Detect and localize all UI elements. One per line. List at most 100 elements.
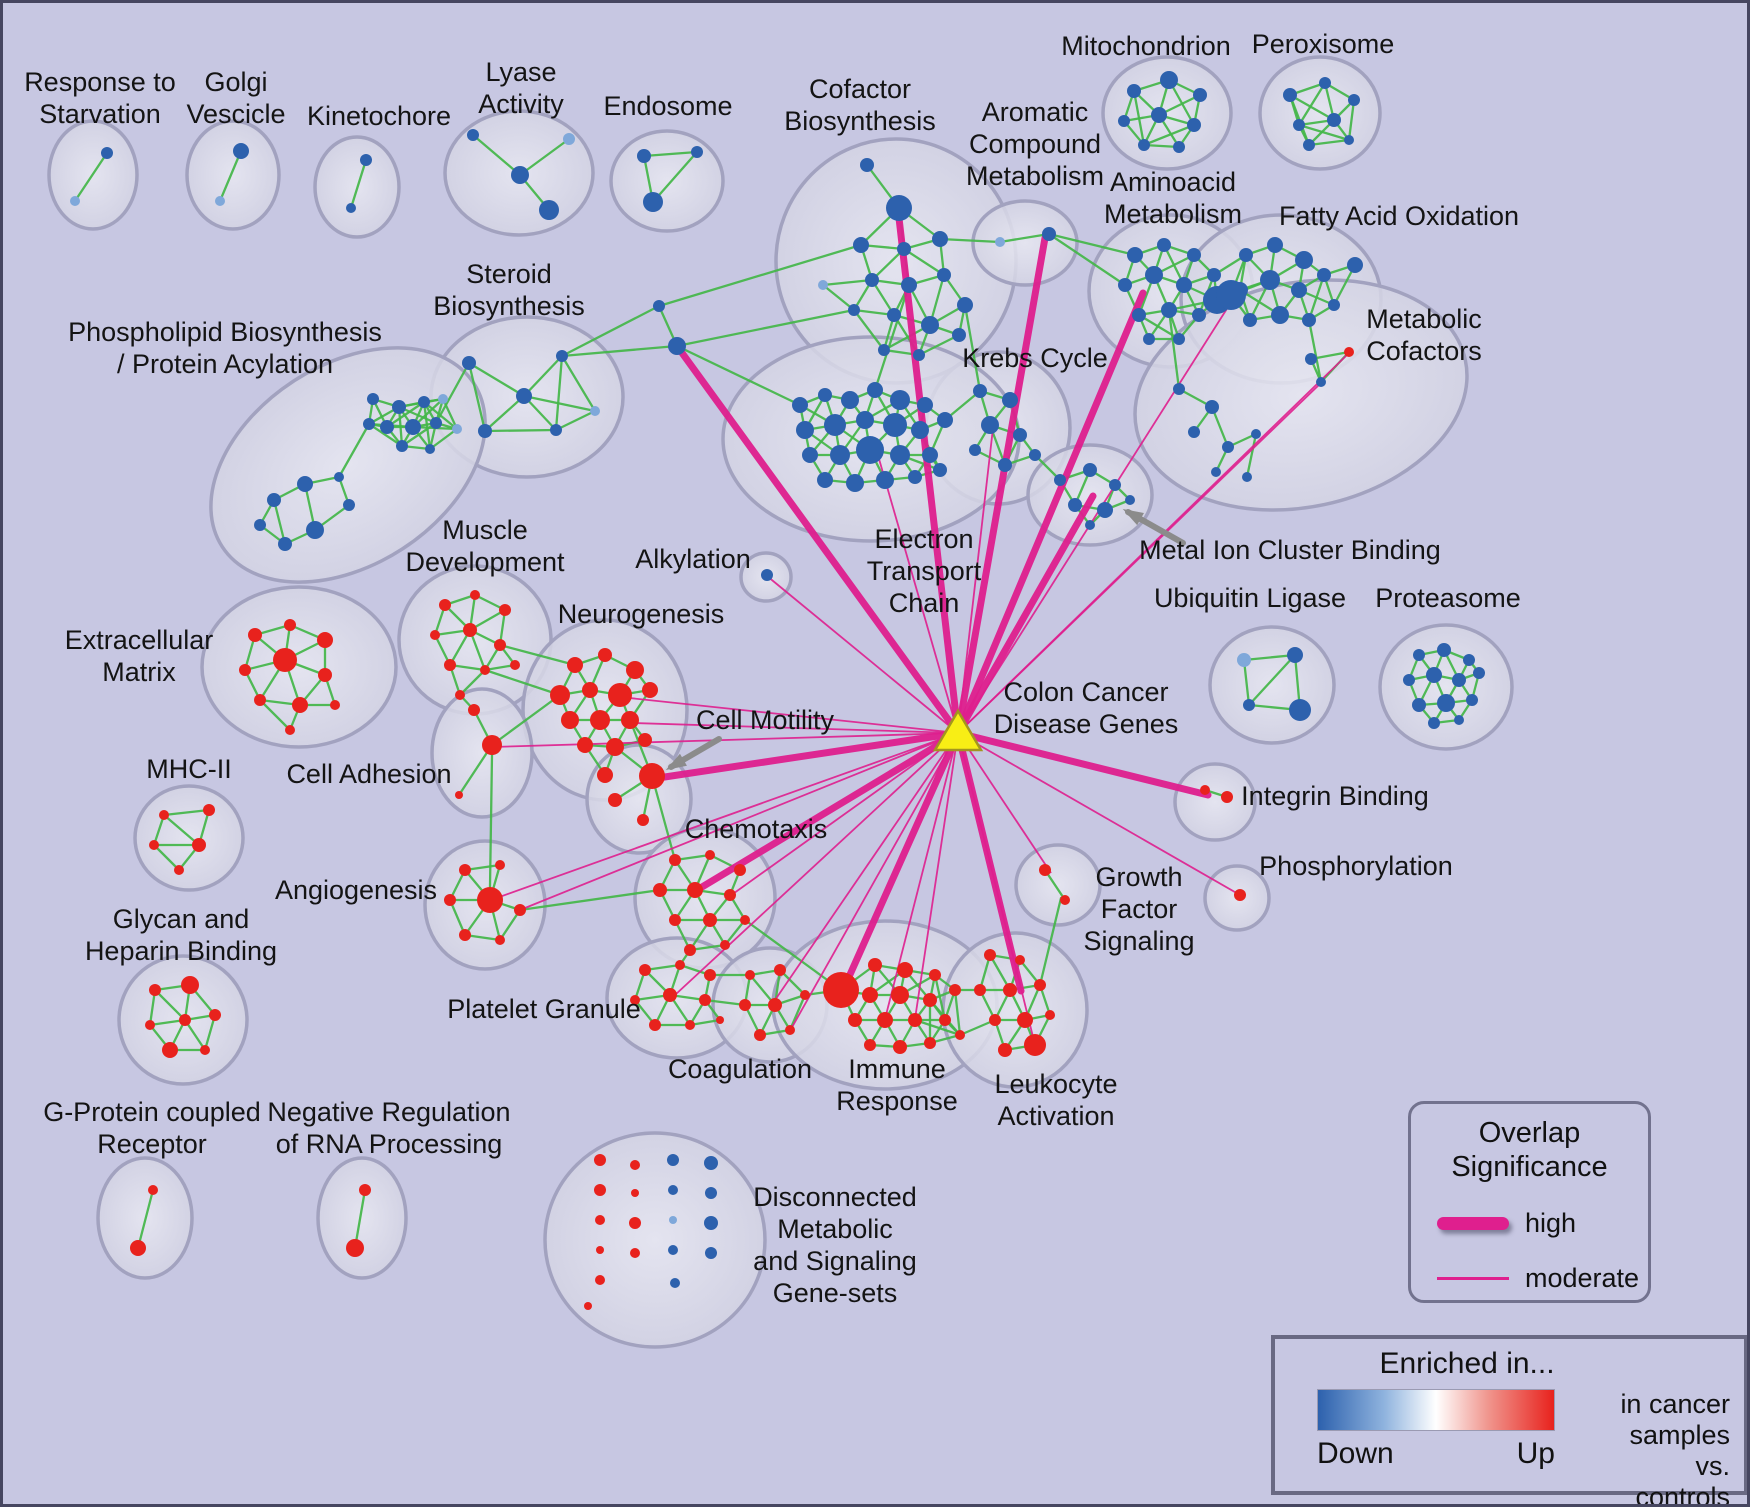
gene-set-node xyxy=(841,391,859,409)
cluster-label-proteasome: Proteasome xyxy=(1375,583,1521,613)
gene-set-node xyxy=(463,623,477,637)
gene-set-node xyxy=(890,390,910,410)
gene-set-node xyxy=(704,1156,718,1170)
cluster-ellipse-disconnected-gene-sets xyxy=(543,1131,767,1349)
gene-set-node xyxy=(848,304,860,316)
gene-set-node xyxy=(864,1039,876,1051)
gene-overlap-edge xyxy=(152,843,181,872)
legend-enrichment-title: Enriched in... xyxy=(1379,1347,1555,1380)
gene-set-node xyxy=(1211,467,1221,477)
gene-set-node xyxy=(1473,667,1485,679)
gene-set-node xyxy=(1029,449,1041,461)
high-significance-edge-swatch xyxy=(1437,1217,1509,1230)
inter-cluster-edge xyxy=(675,308,856,348)
gene-set-node xyxy=(1319,77,1331,89)
gene-set-node xyxy=(563,133,575,145)
gene-set-node xyxy=(989,1014,1001,1026)
gene-set-node xyxy=(630,1160,640,1170)
cluster-label-angiogenesis: Angiogenesis xyxy=(275,875,437,905)
gene-set-node xyxy=(1085,520,1095,530)
cluster-ellipse-growth-factor-signaling xyxy=(1014,843,1102,927)
inter-cluster-edge xyxy=(434,361,471,425)
gene-set-node xyxy=(1344,347,1354,357)
hub-layer xyxy=(932,708,984,752)
gene-set-node xyxy=(215,196,225,206)
gene-set-node xyxy=(594,1154,606,1166)
gene-set-node xyxy=(209,1009,221,1021)
gene-set-node xyxy=(1242,472,1252,482)
overlap-edge-chemotaxis-b xyxy=(729,732,959,897)
gene-overlap-edge xyxy=(1297,123,1351,142)
gene-overlap-edge xyxy=(560,354,597,413)
gene-overlap-edge xyxy=(651,150,699,204)
cluster-ellipse-negative-regulation-rna-processing xyxy=(316,1156,408,1280)
inter-cluster-edge xyxy=(490,693,562,747)
gene-set-node xyxy=(478,424,492,438)
note-line1: in cancer xyxy=(1620,1389,1730,1419)
gene-set-node xyxy=(380,420,394,434)
enrichment-color-gradient xyxy=(1317,1389,1555,1431)
gene-overlap-edge xyxy=(467,361,487,433)
gene-set-node xyxy=(705,850,715,860)
gene-set-node xyxy=(917,397,933,413)
gene-set-node xyxy=(1327,113,1341,127)
overlap-edge-phosphorylation xyxy=(957,732,1241,896)
gene-set-node xyxy=(704,969,716,981)
gene-set-node xyxy=(1291,282,1307,298)
gene-set-node xyxy=(292,697,308,713)
cluster-label-cell-motility: Cell Motility xyxy=(696,705,835,735)
gene-set-node xyxy=(830,445,850,465)
gene-set-node xyxy=(908,1013,922,1027)
gene-set-node xyxy=(984,949,996,961)
cluster-label-platelet-granule: Platelet Granule xyxy=(447,994,641,1024)
gene-set-node xyxy=(430,417,442,429)
gene-set-node xyxy=(285,725,295,735)
gene-set-node xyxy=(239,664,251,676)
inter-cluster-edge xyxy=(518,888,662,912)
metal-ion-callout-arrow-head xyxy=(1122,509,1144,526)
gene-set-node xyxy=(668,1245,678,1255)
overlap-edge-metabolic-cofactors-b xyxy=(957,381,1323,734)
gene-set-node xyxy=(468,704,480,716)
gene-overlap-edge xyxy=(1210,405,1230,449)
gene-set-node xyxy=(455,791,463,799)
gene-set-node xyxy=(637,149,651,163)
gene-overlap-edge xyxy=(162,808,211,817)
gene-set-node xyxy=(669,914,681,926)
cluster-label-peroxisome: Peroxisome xyxy=(1252,29,1395,59)
gene-set-node xyxy=(334,472,344,482)
gene-overlap-edge xyxy=(136,1188,155,1250)
gene-set-node xyxy=(192,838,206,852)
gene-overlap-edge xyxy=(353,1188,367,1250)
gene-set-node xyxy=(699,994,711,1006)
cluster-ellipse-mhc-ii xyxy=(133,784,245,892)
gene-set-node xyxy=(367,393,379,405)
gene-set-node xyxy=(1239,248,1253,262)
gene-set-node xyxy=(162,1042,178,1058)
gene-set-node xyxy=(684,944,696,956)
gene-set-node xyxy=(149,984,161,996)
gene-set-node xyxy=(470,590,480,600)
gene-set-node xyxy=(278,537,292,551)
gene-set-node xyxy=(974,984,986,996)
gene-set-node xyxy=(853,237,869,253)
gene-set-node xyxy=(561,711,579,729)
moderate-significance-edge-swatch xyxy=(1437,1277,1509,1280)
gene-set-node xyxy=(883,413,907,437)
gene-overlap-edge xyxy=(162,813,201,847)
gene-set-node xyxy=(626,661,644,679)
cluster-label-mitochondrion: Mitochondrion xyxy=(1061,31,1231,61)
high-significance-label: high xyxy=(1525,1208,1577,1238)
gene-set-node xyxy=(860,158,874,172)
overlap-edge-integrin-binding xyxy=(954,729,1212,799)
inter-cluster-edge xyxy=(873,283,911,392)
callout-arrows xyxy=(665,509,1186,771)
gene-set-node xyxy=(1303,139,1315,151)
gene-set-node xyxy=(1060,895,1070,905)
overlap-edge-neurogenesis-a xyxy=(619,696,959,734)
gene-set-node xyxy=(1151,107,1167,123)
